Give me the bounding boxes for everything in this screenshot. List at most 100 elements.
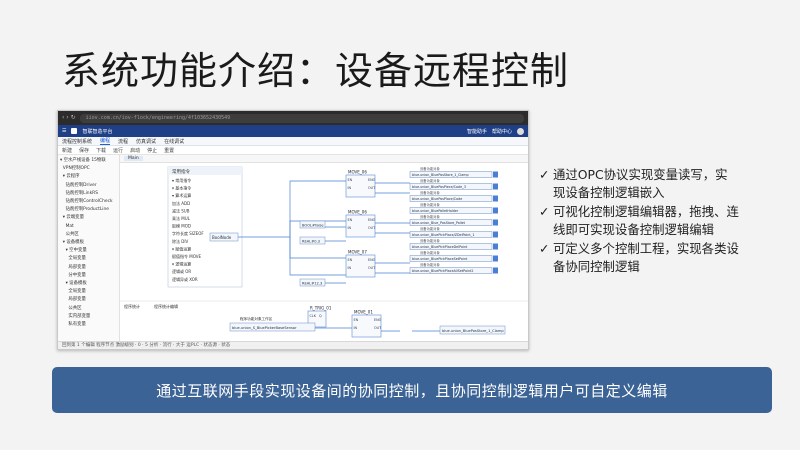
palette-item[interactable]: 逻辑异或 XOR [172,276,198,282]
var-node-b[interactable]: REAL#0.3 [299,236,326,245]
block-port[interactable]: EN [354,318,359,322]
menu-item-online[interactable]: 在线调试 [164,138,185,145]
block-port[interactable]: ENO [368,218,376,222]
sub-line-2: blue.union_S_BluePickerBaseSensor [232,326,297,330]
logic-canvas-area[interactable]: Main 常用指令 ▾ 常用指令 ▾ 基本指令 ▾ 算术运算 加法 ADD 减法… [120,155,528,341]
tree-item[interactable]: 公共区 [60,231,79,237]
block-port[interactable]: OUT [368,226,376,230]
menu-item-flow[interactable]: 流程 [118,138,129,145]
toolbar-download-button[interactable]: 下载 [96,147,107,154]
header-link-assistant[interactable]: 智能助手 [466,128,487,135]
toolbar-new-button[interactable]: 新建 [62,147,73,154]
tree-item[interactable]: ▾ 空中变量 [60,248,87,254]
block-port[interactable]: IN [348,226,352,230]
palette-item[interactable]: ▾ 赋值运算 [172,245,191,251]
block-port[interactable]: CLK [310,314,317,318]
menu-item-program[interactable]: 编程 [100,138,111,145]
tree-item[interactable]: 局部变量 [60,264,86,270]
sub-tab-stat[interactable]: 程序统计 [124,303,140,309]
toolbar-save-button[interactable]: 保存 [79,147,90,154]
toolbar-stop-button[interactable]: 停止 [147,147,158,154]
palette-item[interactable]: ▾ 算术运算 [172,192,191,198]
output-variable[interactable]: 设备功能对象blue.union_BluePickPlaceAllSetPoin… [409,262,498,274]
tree-item[interactable]: 钻削控制ControlCheck [60,199,113,205]
logic-diagram[interactable]: 常用指令 ▾ 常用指令 ▾ 基本指令 ▾ 算术运算 加法 ADD 减法 SUB … [120,163,528,341]
sub-tab-edit[interactable]: 程序统计编辑 [154,303,178,309]
palette-item[interactable]: 取模 MOD [172,223,191,229]
palette-item[interactable]: 赋值指令 MOVE [172,253,202,259]
tree-item[interactable]: 实内部变量 [60,313,91,319]
menu-item-simulate[interactable]: 仿真调试 [136,138,157,145]
address-bar[interactable]: iiov.com.cn/iov-flock/engineering/4f1036… [79,113,524,123]
block-port[interactable]: OUT [368,186,376,190]
tree-item[interactable]: ▾ 设备模板 [60,281,87,287]
output-variable[interactable]: 设备功能对象blue.union_BluePickPlace/ZDelPoint… [409,226,498,238]
block-port[interactable]: ENO [368,178,376,182]
block-port[interactable]: Q [319,314,322,318]
block-port[interactable]: OUT [368,266,376,270]
palette-item[interactable]: ▾ 基本指令 [172,185,191,191]
block-port[interactable]: ENO [368,258,376,262]
tree-item[interactable]: 全局变量 [60,256,86,262]
tree-item[interactable]: 局部变量 [60,297,86,303]
tree-item[interactable]: 私有变量 [60,322,86,328]
avatar[interactable] [517,127,524,135]
palette-item[interactable]: 字符长度 SIZEOF [172,230,204,236]
header-link-help[interactable]: 帮助中心 [491,128,512,135]
tab-main[interactable]: Main [124,156,143,161]
svg-text:BOOL#false: BOOL#false [302,224,324,228]
var-node-c[interactable]: REAL#12.3 [299,278,326,287]
palette-item[interactable]: 乘法 MUL [172,215,191,221]
palette-item[interactable]: ▾ 逻辑运算 [172,261,191,267]
browser-nav-icons[interactable]: ‹ › ↻ [62,114,76,121]
block-port[interactable]: IN [348,266,352,270]
block-port[interactable]: OUT [374,326,382,330]
tree-item[interactable]: 钻削控制ProductLine [60,207,109,213]
palette-item[interactable]: 加法 ADD [172,200,190,206]
menu-item-system[interactable]: 流程控制系统 [62,138,93,145]
block-port[interactable]: ENO [374,318,382,322]
tree-item[interactable]: Mat [60,223,74,229]
tree-item[interactable]: 分中变量 [60,272,86,278]
toolbar-reset-button[interactable]: 重置 [164,147,175,154]
palette-item[interactable]: 除法 DIV [172,238,189,244]
tree-item[interactable]: 全局变量 [60,289,86,295]
tree-item[interactable]: ▾ 设备模板 [60,240,84,246]
block-port[interactable]: EN [348,218,353,222]
tree-item[interactable]: 公共区 [60,305,82,311]
block-port[interactable]: IN [348,186,352,190]
palette-item[interactable]: 减法 SUB [172,207,190,213]
check-icon: ✓ [539,167,550,182]
tree-item[interactable]: ▾ 空水产线设备 15物联 [60,158,106,163]
block-port[interactable]: IN [354,326,358,330]
tree-item[interactable]: 钻削控制Driver [60,182,97,188]
input-node-bool[interactable]: BoolNode [209,232,239,242]
palette-item[interactable]: ▾ 常用指令 [172,177,191,183]
menu-icon[interactable]: ☰ [62,128,67,134]
block-port[interactable]: EN [348,258,353,262]
toolbar-start-button[interactable]: 启动 [130,147,141,154]
tree-item[interactable]: ▾ 云端变量 [60,215,84,221]
menu-bar: 流程控制系统 编程 流程 仿真调试 在线调试 [58,137,528,146]
tree-item[interactable]: 钻削控制LinkRS [60,190,98,196]
slide-title: 系统功能介绍：设备远程控制 [62,49,570,93]
tree-item[interactable]: VPN控制OPC [60,166,90,172]
toolbar-run-button[interactable]: 运行 [113,147,124,154]
var-node-a[interactable]: BOOL#false [299,220,326,229]
project-tree[interactable]: ▾ 空水产线设备 15物联 VPN控制OPC ▾ 云程序 钻削控制Driver … [58,155,120,341]
instruction-palette[interactable]: 常用指令 ▾ 常用指令 ▾ 基本指令 ▾ 算术运算 加法 ADD 减法 SUB … [167,166,243,288]
block-port[interactable]: EN [348,178,353,182]
palette-item[interactable]: 逻辑或 OR [172,268,191,274]
tree-item[interactable]: ▾ 云程序 [60,174,80,180]
